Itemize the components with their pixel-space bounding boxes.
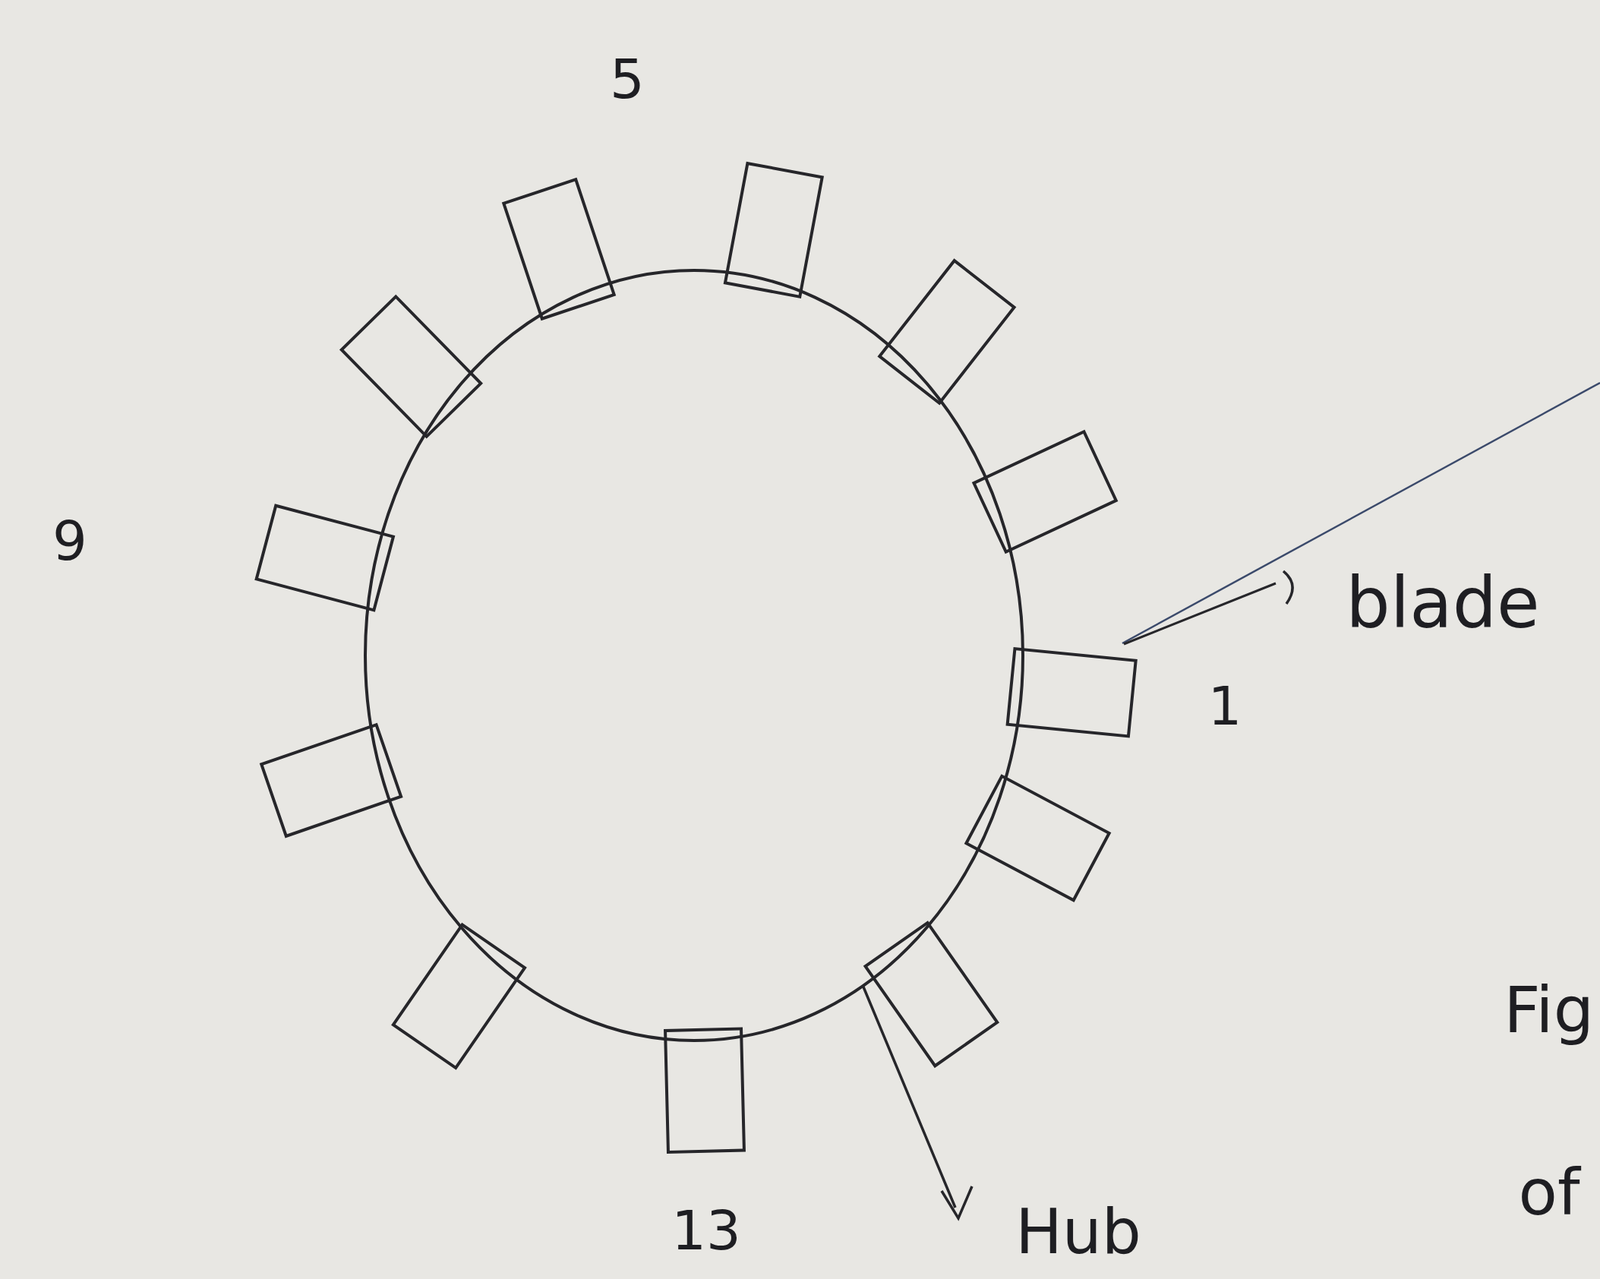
leader-line (1123, 583, 1276, 644)
blade-rectangle (665, 1028, 745, 1152)
part-label: blade (1345, 568, 1540, 639)
blade-rectangle (965, 776, 1109, 900)
caption-text: of (1518, 1160, 1581, 1225)
blade-rectangle (1007, 648, 1137, 736)
blade-rectangle (503, 179, 614, 319)
blade-rectangle (261, 724, 401, 837)
blade-group (256, 163, 1137, 1152)
leader-line (862, 984, 956, 1208)
blade-rectangle (973, 431, 1116, 552)
blade-rectangle (341, 296, 481, 436)
caption-text: Fig (1503, 978, 1594, 1042)
leader-line (1122, 382, 1600, 644)
callout-number: 5 (609, 51, 645, 107)
callout-number: 1 (1208, 679, 1243, 733)
blade-rectangle (879, 260, 1014, 404)
blade-rectangle (393, 924, 525, 1067)
blade-rectangle (725, 163, 823, 297)
callout-number: 9 (52, 513, 88, 569)
arrow-mark (1283, 571, 1293, 604)
callout-number: 13 (671, 1202, 742, 1258)
part-label: Hub (1015, 1200, 1142, 1263)
blade-rectangle (865, 922, 998, 1066)
blade-rectangle (256, 505, 394, 611)
arrowhead (941, 1186, 972, 1219)
